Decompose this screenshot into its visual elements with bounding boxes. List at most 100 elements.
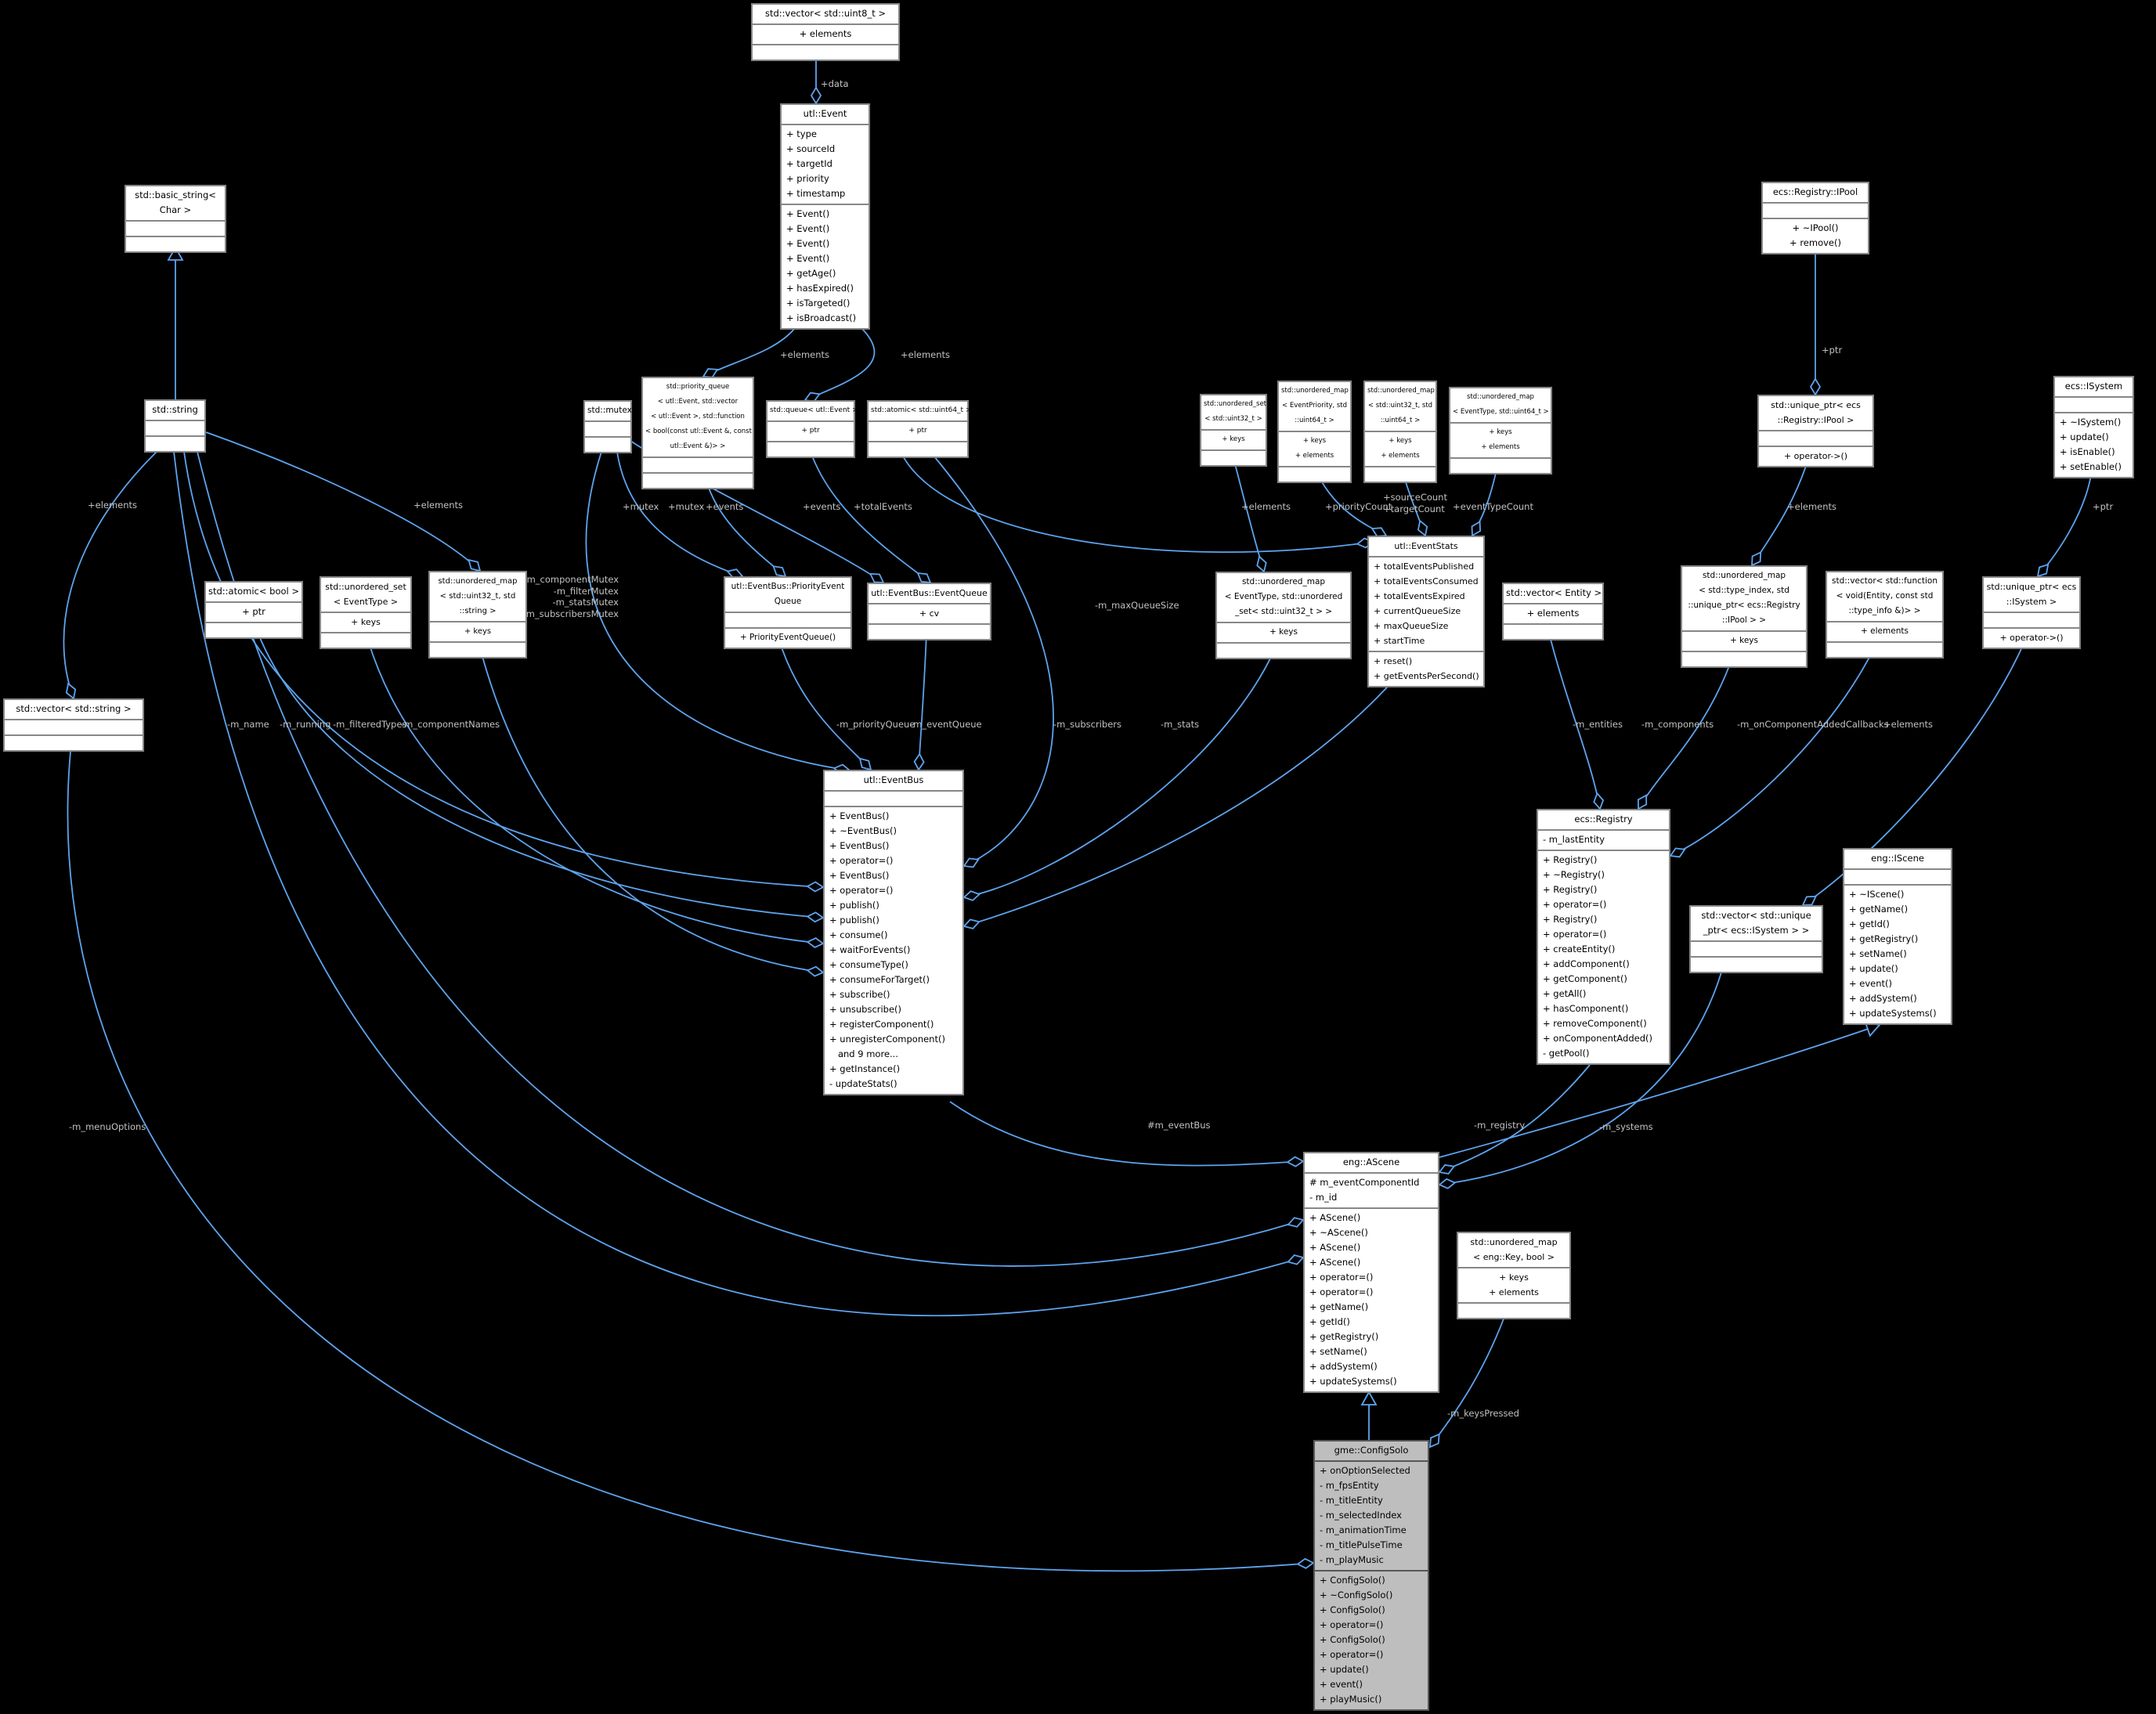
member-line: + waitForEvents() [829,944,911,955]
member-line: + operator->() [1783,451,1848,461]
edge-32 [949,1101,1304,1167]
class-title-line: _ptr< ecs::ISystem > > [1703,925,1810,936]
class-title-line: std::unordered_set [1204,400,1267,408]
member-line: + unregisterComponent() [829,1034,945,1045]
class-attributes-atomic-bool: + ptr [206,601,302,622]
aggregation-diamond-icon [1256,555,1267,573]
class-vector-string[interactable]: std::vector< std::string > [3,698,144,752]
class-uptr-isystem[interactable]: std::unique_ptr< ecs::ISystem >+ operato… [1982,576,2081,649]
class-umap-typeindex[interactable]: std::unordered_map< std::type_index, std… [1681,565,1808,668]
aggregation-diamond-icon [913,752,925,771]
class-uset-uint32[interactable]: std::unordered_set< std::uint32_t >+ key… [1200,394,1267,467]
edge-30 [1670,644,1876,857]
edge-39 [197,451,1304,1267]
class-uset-eventtype[interactable]: std::unordered_set< EventType >+ keys [320,576,412,649]
class-title-uptr-ipool: std::unique_ptr< ecs::Registry::IPool > [1759,396,1873,430]
class-methods-umap-eventpriority [1279,466,1350,482]
class-title-line: utl::EventStats [1394,541,1458,551]
edge-37 [1429,1308,1508,1448]
class-umap-eventpriority[interactable]: std::unordered_map< EventPriority, std::… [1277,381,1352,483]
member-line: + EventBus() [829,870,890,881]
member-line: + update() [1849,963,1898,974]
class-title-line: utl::EventBus::EventQueue [871,588,988,598]
member-line: + event() [1849,978,1893,989]
member-line: + maxQueueSize [1374,621,1449,631]
class-umap-eventtype-uint64[interactable]: std::unordered_map< EventType, std::uint… [1449,387,1552,475]
class-vector-uint8[interactable]: std::vector< std::uint8_t >+ elements [751,3,900,61]
class-registry[interactable]: ecs::Registry- m_lastEntity+ Registry()+… [1537,809,1670,1065]
member-line: + Event() [786,223,830,234]
class-configsolo[interactable]: gme::ConfigSolo+ onOptionSelected- m_fps… [1313,1440,1429,1711]
class-attributes-basic-string [126,220,225,236]
class-basic-string[interactable]: std::basic_string<Char > [125,185,226,253]
class-attributes-eventbus [825,790,962,806]
class-vector-entity[interactable]: std::vector< Entity >+ elements [1502,583,1604,640]
class-ascene[interactable]: eng::AScene# m_eventComponentId- m_id+ A… [1303,1152,1439,1393]
class-uptr-ipool[interactable]: std::unique_ptr< ecs::Registry::IPool >+… [1757,395,1874,467]
member-line: + priority [786,173,829,184]
class-title-line: std::vector< std::function [1832,576,1938,586]
class-std-mutex[interactable]: std::mutex [583,400,632,453]
class-title-utl-event: utl::Event [782,105,869,124]
class-umap-key-bool[interactable]: std::unordered_map< eng::Key, bool >+ ke… [1457,1232,1571,1319]
edge-8 [367,640,824,944]
class-std-string[interactable]: std::string [144,399,206,453]
class-attributes-eventbus-eventqueue: + cv [869,603,990,623]
class-eventbus[interactable]: utl::EventBus+ EventBus()+ ~EventBus()+ … [823,770,964,1095]
member-line: + operator=() [1320,1649,1384,1660]
class-attributes-registry: - m_lastEntity [1538,829,1669,850]
class-attributes-eventstats: + totalEventsPublished+ totalEventsConsu… [1369,556,1483,651]
class-methods-eventbus-eventqueue [869,623,990,639]
edge-6 [183,451,824,888]
edge-23 [2037,475,2092,577]
class-methods-std-mutex [585,436,630,452]
class-methods-umap-subscribers [1217,642,1350,658]
class-title-line: utl::Event [803,108,847,119]
member-line: + Registry() [1543,854,1598,865]
member-line: + ~AScene() [1309,1227,1368,1238]
class-umap-uint32-uint64[interactable]: std::unordered_map< std::uint32_t, std::… [1363,381,1437,483]
class-priority-queue[interactable]: std::priority_queue< utl::Event, std::ve… [641,377,754,489]
class-methods-vector-function [1827,641,1942,657]
class-atomic-uint64[interactable]: std::atomic< std::uint64_t >+ ptr [867,400,971,458]
class-title-line: std::vector< std::string > [16,703,132,714]
class-umap-uint32-string[interactable]: std::unordered_map< std::uint32_t, std::… [428,571,527,659]
class-attributes-umap-uint32-uint64: + keys+ elements [1365,431,1436,466]
member-line: + reset() [1374,656,1413,666]
member-line: + onOptionSelected [1320,1465,1410,1476]
aggregation-diamond-icon [869,572,885,583]
member-line: + elements [1381,452,1420,460]
class-eventbus-eventqueue[interactable]: utl::EventBus::EventQueue+ cv [867,583,991,640]
member-line: + EventBus() [829,840,890,851]
member-line: + keys [1499,1272,1529,1283]
class-vector-uptr-isystem[interactable]: std::vector< std::unique_ptr< ecs::ISyst… [1689,905,1823,973]
class-isystem[interactable]: ecs::ISystem+ ~ISystem()+ update()+ isEn… [2053,376,2134,478]
inheritance-arrow-icon [167,246,184,261]
class-title-line: ::string > [459,607,497,615]
class-methods-priority-queue [643,472,753,488]
member-line: + elements [1861,626,1909,636]
aggregation-diamond-icon [1809,377,1822,396]
class-ipool[interactable]: ecs::Registry::IPool+ ~IPool()+ remove() [1761,182,1869,254]
member-line: + isEnable() [2060,446,2115,457]
member-line: + keys [1269,627,1298,637]
class-methods-ascene: + AScene()+ ~AScene()+ AScene()+ AScene(… [1305,1207,1438,1391]
member-line: + AScene() [1309,1257,1361,1268]
class-eventstats[interactable]: utl::EventStats+ totalEventsPublished+ t… [1367,536,1485,687]
class-umap-subscribers[interactable]: std::unordered_map< EventType, std::unor… [1215,572,1352,659]
member-line: + ~Registry() [1543,869,1605,880]
member-line: + EventBus() [829,810,890,821]
class-std-queue-event[interactable]: std::queue< utl::Event >+ ptr [766,400,858,458]
class-methods-umap-eventtype-uint64 [1450,457,1551,473]
class-iscene[interactable]: eng::IScene+ ~IScene()+ getName()+ getId… [1843,848,1952,1025]
member-line: + playMusic() [1320,1694,1382,1705]
class-atomic-bool[interactable]: std::atomic< bool >+ ptr [204,581,303,639]
member-line: + totalEventsConsumed [1374,576,1479,586]
aggregation-diamond-icon [1801,895,1818,906]
member-line: + Event() [786,238,830,249]
member-line: + addComponent() [1543,958,1630,969]
class-utl-event[interactable]: utl::Event+ type+ sourceId+ targetId+ pr… [780,103,870,330]
edge-40 [173,451,1304,1317]
class-vector-function[interactable]: std::vector< std::function< void(Entity,… [1826,571,1944,659]
